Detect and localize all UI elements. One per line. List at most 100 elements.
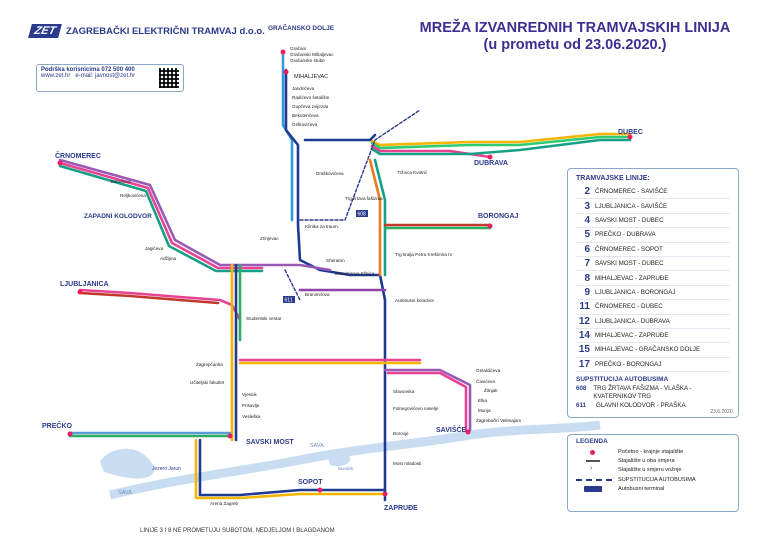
- terminus-markers: GRAČANSKO DOLJE ČRNOMEREC ZAPADNI KOLODV…: [42, 23, 643, 512]
- tram-line-3-9-12: [78, 288, 242, 322]
- tram-line-number: 11: [579, 301, 590, 313]
- tram-line-number: 9: [584, 286, 590, 298]
- bus-611-label: 611: [285, 298, 293, 304]
- terminus-dot-precko[interactable]: [67, 431, 73, 437]
- bus-611-marker[interactable]: [283, 296, 295, 303]
- tram-line-route: PREČKO - BORONGAJ: [595, 360, 662, 368]
- stop-label: Radićevo šetalište: [292, 95, 330, 100]
- bus-608-marker[interactable]: [356, 210, 368, 217]
- terminus-mihaljevac[interactable]: MIHALJEVAC: [294, 74, 328, 80]
- tram-line-heinzelova: [368, 158, 382, 277]
- terminus-savskimost[interactable]: SAVSKI MOST: [246, 439, 294, 446]
- tram-line-row-3[interactable]: 3 LJUBLJANICA - SAVIŠĆE: [576, 199, 730, 214]
- bus-line-608: [299, 109, 421, 221]
- lake-jarun: [100, 448, 155, 479]
- stop-label: Arena Zagreb: [210, 501, 239, 506]
- lake-bundek-label: Bundek: [338, 466, 354, 471]
- tram-line-route: SAVSKI MOST - DUBEC: [595, 260, 664, 268]
- qr-code-icon[interactable]: [159, 68, 179, 88]
- stop-label: Tržnica Kvatrić: [397, 170, 428, 175]
- tram-line-route: ČRNOMEREC - DUBEC: [595, 303, 663, 311]
- stop-label: Gračani: [290, 46, 306, 51]
- stop-label: Prisavlje: [242, 403, 260, 408]
- bus-substitution-title: SUPSTITUCIJA AUTOBUSIMA: [576, 376, 669, 384]
- stop-label: Klinika za traum.: [305, 224, 339, 229]
- tram-line-row-14[interactable]: 14 MIHALJEVAC - ZAPRUĐE: [576, 329, 730, 344]
- tram-line-number: 3: [584, 200, 590, 212]
- map-title: MREŽA IZVANREDNIH TRAMVAJSKIH LINIJA (u …: [395, 20, 755, 54]
- tram-line-row-9[interactable]: 9 LJUBLJANICA - BORONGAJ: [576, 286, 730, 301]
- terminus-dot-gracansko[interactable]: [280, 49, 286, 55]
- terminus-dubec[interactable]: DUBEC: [618, 129, 643, 136]
- terminus-dot-borongaj[interactable]: [487, 223, 493, 229]
- terminus-zapadni[interactable]: ZAPADNI KOLODVOR: [84, 213, 152, 220]
- stop-label: Munja: [478, 408, 491, 413]
- terminus-savisce[interactable]: SAVIŠĆE: [436, 425, 467, 434]
- tram-line-south-2: [194, 438, 387, 500]
- contact-box: Podrška korisnicima 072 500 400 www.zet.…: [36, 64, 184, 92]
- tram-line-savisce-2: [386, 371, 468, 432]
- tram-line-route: LJUBLJANICA - BORONGAJ: [595, 288, 676, 296]
- bus-608-label: 608: [358, 212, 367, 218]
- terminus-gracansko[interactable]: GRAČANSKO DOLJE: [268, 23, 335, 32]
- terminus-precko[interactable]: PREČKO: [42, 421, 73, 430]
- tram-line-number: 14: [578, 330, 590, 342]
- stop-label: Gračanske stube: [290, 58, 325, 63]
- stop-label: Borovje: [393, 431, 409, 436]
- legend-title: LEGENDA: [576, 438, 608, 445]
- stop-labels: Gračani Gračanski Mihaljevac Gračanske s…: [110, 46, 521, 506]
- website-link[interactable]: www.zet.hr: [41, 73, 71, 79]
- legend-item-terminal: Autobusni terminal: [576, 485, 730, 494]
- tram-line-number: 8: [584, 272, 590, 284]
- terminus-borongaj[interactable]: BORONGAJ: [478, 213, 519, 220]
- terminus-ljubljanica[interactable]: LJUBLJANICA: [60, 281, 109, 288]
- terminus-dot-dubec[interactable]: [627, 134, 633, 140]
- stop-label: Bekotenčeva: [292, 113, 319, 118]
- stop-label: Branimirova: [305, 292, 330, 297]
- terminus-dot-crnomerec[interactable]: [57, 160, 63, 166]
- terminus-dubrava[interactable]: DUBRAVA: [474, 160, 508, 167]
- tram-spine-vlaska: [303, 133, 377, 142]
- terminus-dot-savisce[interactable]: [465, 429, 471, 435]
- bus-route-611[interactable]: 611 GLAVNI KOLODVOR - PRAŠKA: [576, 402, 686, 410]
- email-link[interactable]: e-mail: javnost@zet.hr: [75, 73, 136, 79]
- stop-label: Trg žrtava fašizma: [345, 196, 383, 201]
- terminus-dot-zaprude[interactable]: [382, 491, 388, 497]
- tram-line-number: 5: [584, 229, 590, 241]
- terminus-dot-ljubljanica[interactable]: [77, 289, 83, 295]
- both-direction-stop-icon: [586, 460, 600, 463]
- bus-markers: 608 611: [283, 210, 368, 304]
- stop-label: Gračanski Mihaljevac: [290, 52, 334, 57]
- tram-line-route: ČRNOMEREC - SOPOT: [595, 245, 663, 253]
- stop-label: Getaldićeva: [476, 368, 501, 373]
- terminus-sopot[interactable]: SOPOT: [298, 479, 323, 486]
- legend-item-both-dir: Stajalište u oba smjera: [576, 456, 730, 465]
- terminus-dot-dubrava[interactable]: [487, 154, 493, 160]
- tram-line-7: [370, 135, 632, 150]
- title-line-1: MREŽA IZVANREDNIH TRAMVAJSKIH LINIJA: [419, 20, 731, 36]
- lake-bundek: [328, 453, 351, 467]
- terminus-dot-savskimost[interactable]: [227, 433, 233, 439]
- tram-line-route: LJUBLJANICA - SAVIŠĆE: [595, 202, 668, 210]
- tram-line-route: MIHALJEVAC - ZAPRUĐE: [595, 332, 669, 340]
- tram-line-south: [198, 438, 387, 497]
- terminus-dot-mihaljevac[interactable]: [283, 69, 289, 75]
- tram-line-row-11[interactable]: 11 ČRNOMEREC - DUBEC: [576, 300, 730, 315]
- bus-route-608[interactable]: 608 TRG ŽRTAVA FAŠIZMA - VLAŠKA - KVATER…: [576, 385, 692, 401]
- stop-label: Jandrićeva: [292, 86, 315, 91]
- stop-label: Žitnjak: [484, 386, 498, 393]
- terminus-dot-sopot[interactable]: [317, 487, 323, 493]
- terminus-crnomerec[interactable]: ČRNOMEREC: [55, 151, 101, 160]
- terminus-zaprude[interactable]: ZAPRUĐE: [384, 505, 418, 512]
- company-name: ZAGREBAČKI ELEKTRIČNI TRAMVAJ d.o.o.: [66, 25, 265, 37]
